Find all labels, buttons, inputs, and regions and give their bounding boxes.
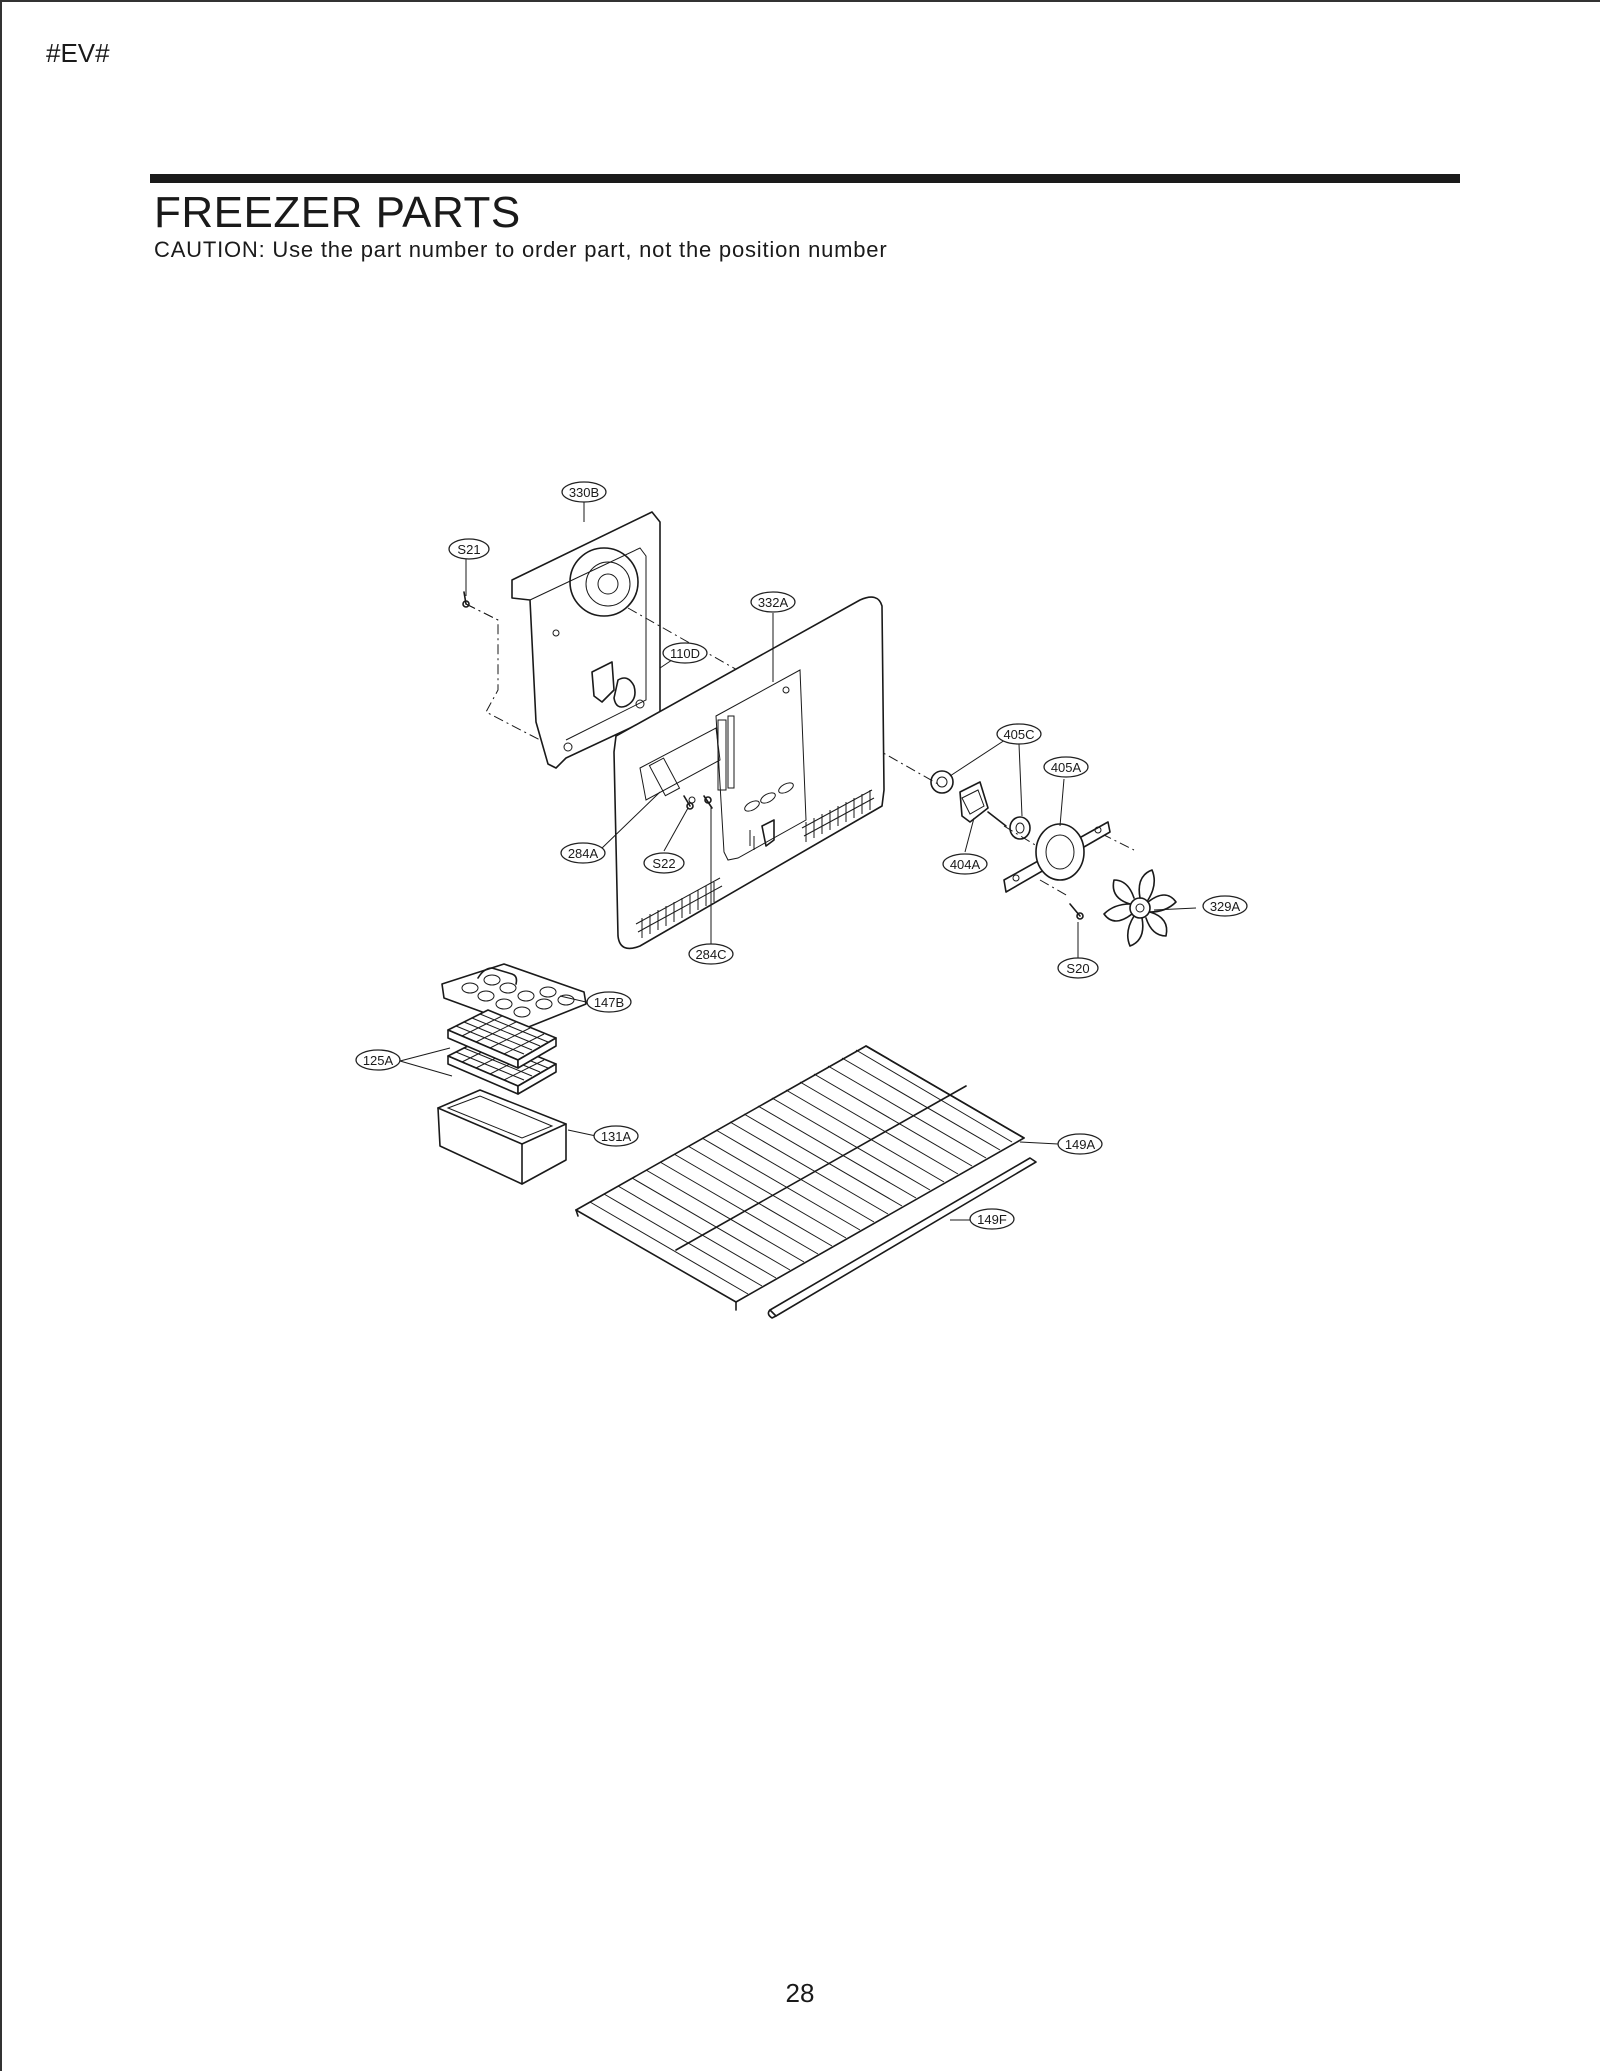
- svg-text:131A: 131A: [601, 1129, 632, 1144]
- fan-blade-329a: [1103, 869, 1177, 947]
- label-405c: 405C: [996, 723, 1042, 745]
- page-border-left: [0, 0, 2, 2071]
- svg-text:147B: 147B: [594, 995, 624, 1010]
- svg-text:110D: 110D: [670, 646, 700, 661]
- svg-text:S20: S20: [1066, 961, 1089, 976]
- svg-text:330B: 330B: [569, 485, 599, 500]
- page-border-top: [0, 0, 1600, 2]
- wire-shelf-149a: [575, 1045, 1025, 1311]
- label-284a: 284A: [560, 842, 606, 864]
- svg-text:125A: 125A: [363, 1053, 394, 1068]
- label-284c: 284C: [688, 943, 734, 965]
- svg-text:405A: 405A: [1051, 760, 1082, 775]
- label-405a: 405A: [1043, 756, 1089, 778]
- label-125a: 125A: [355, 1049, 401, 1071]
- svg-text:332A: 332A: [758, 595, 789, 610]
- ice-cube-tray-125a: [447, 1009, 557, 1095]
- label-110d: 110D: [662, 642, 708, 664]
- title-rule: [150, 174, 1460, 183]
- svg-text:S22: S22: [652, 856, 675, 871]
- label-147b: 147B: [586, 991, 632, 1013]
- svg-text:149A: 149A: [1065, 1137, 1096, 1152]
- label-332a: 332A: [750, 591, 796, 613]
- grommet-405c: [1009, 816, 1031, 840]
- ice-bin-131a: [437, 1089, 567, 1185]
- svg-text:149F: 149F: [977, 1212, 1007, 1227]
- shroud-405a: [1003, 821, 1111, 893]
- duct-cover-330b: [511, 511, 661, 769]
- ice-tray-cover-147b: [441, 963, 587, 1029]
- shelf-trim-149f: [767, 1157, 1037, 1319]
- label-s21: S21: [448, 538, 490, 560]
- label-330b: 330B: [561, 481, 607, 503]
- document-code: #EV#: [46, 38, 110, 68]
- page-number: 28: [785, 1978, 815, 2008]
- svg-text:404A: 404A: [950, 857, 981, 872]
- label-329a: 329A: [1202, 895, 1248, 917]
- fan-motor-404a: [959, 781, 1007, 827]
- label-404a: 404A: [942, 853, 988, 875]
- label-149f: 149F: [969, 1208, 1015, 1230]
- svg-text:329A: 329A: [1210, 899, 1241, 914]
- motor-bracket-405c: [930, 770, 954, 794]
- screw-s22: [683, 795, 694, 810]
- svg-text:284C: 284C: [695, 947, 726, 962]
- label-s20: S20: [1057, 957, 1099, 979]
- label-s22: S22: [643, 852, 685, 874]
- screw-s21: [462, 591, 470, 608]
- label-149a: 149A: [1057, 1133, 1103, 1155]
- label-131a: 131A: [593, 1125, 639, 1147]
- leader-lines: [399, 502, 1197, 1221]
- svg-text:405C: 405C: [1003, 727, 1034, 742]
- svg-text:284A: 284A: [568, 846, 599, 861]
- svg-text:S21: S21: [457, 542, 480, 557]
- caution-note: CAUTION: Use the part number to order pa…: [154, 237, 888, 262]
- screw-s20: [1069, 903, 1084, 920]
- page-title: FREEZER PARTS: [154, 188, 521, 237]
